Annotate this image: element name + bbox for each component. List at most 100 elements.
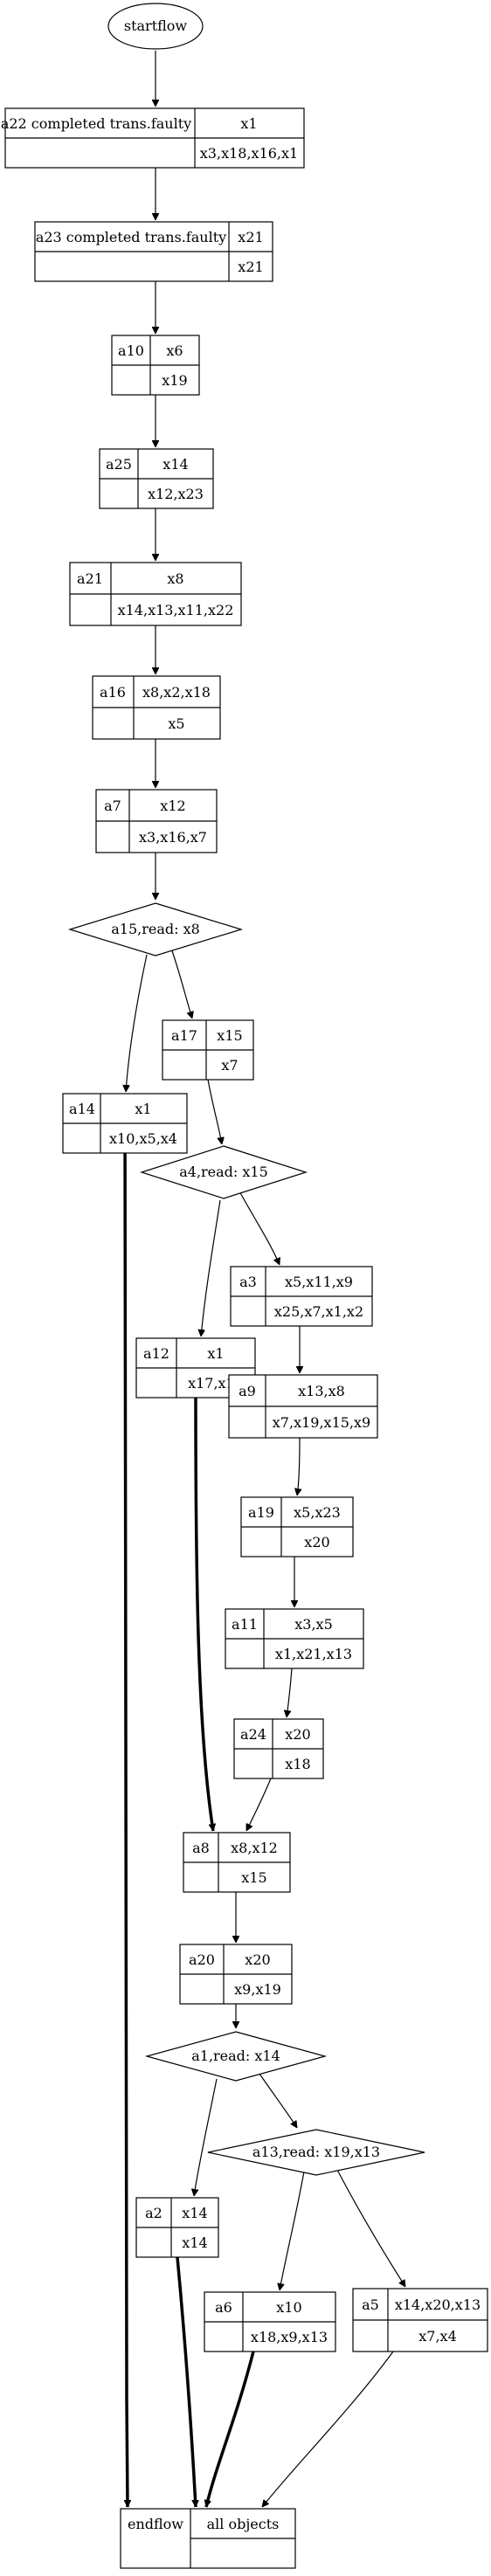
node-a8-bottom: x15 [241, 1869, 266, 1886]
node-a20: a20 x20 x9,x19 [179, 1944, 293, 2005]
node-a9-top: x13,x8 [298, 1383, 345, 1399]
node-a16-top: x8,x2,x18 [142, 684, 211, 701]
node-a23-bottom: x21 [238, 259, 263, 275]
node-a24-id: a24 [240, 1726, 266, 1743]
node-a3-bottom: x25,x7,x1,x2 [274, 1303, 363, 1320]
node-a21: a21 x8 x14,x13,x11,x22 [69, 562, 242, 626]
node-a14-top: x1 [135, 1101, 151, 1117]
edge-a1-a2 [194, 2078, 218, 2196]
node-a22-top: x1 [240, 115, 257, 132]
node-a23-id: a23 completed trans.faulty [36, 229, 226, 245]
node-a22-bottom: x3,x18,x16,x1 [200, 145, 298, 162]
node-a22-id: a22 completed trans.faulty [1, 115, 191, 132]
edge-a15-a17 [169, 943, 192, 1019]
node-a5-bottom: x7,x4 [418, 2328, 457, 2345]
node-a7: a7 x12 x3,x16,x7 [95, 789, 218, 853]
node-a10-bottom: x19 [162, 372, 187, 389]
node-a19-top: x5,x23 [294, 1504, 341, 1521]
node-a16-bottom: x5 [168, 715, 184, 732]
node-a10-id: a10 [118, 342, 144, 359]
edge-a4-a12 [201, 1199, 221, 1336]
node-a2-id: a2 [145, 2205, 163, 2221]
decision-a13-label: a13,read: x19,x13 [252, 2144, 380, 2160]
node-a5: a5 x14,x20,x13 x7,x4 [352, 2288, 488, 2352]
edge-a13-a6 [280, 2171, 305, 2290]
node-a9-bottom: x7,x19,x15,x9 [273, 1414, 370, 1431]
node-a3-top: x5,x11,x9 [285, 1274, 353, 1290]
node-a21-top: x8 [167, 570, 183, 587]
edge-a1-a13 [259, 2073, 298, 2128]
node-a2-top: x14 [182, 2205, 207, 2221]
node-a9: a9 x13,x8 x7,x19,x15,x9 [228, 1374, 378, 1439]
node-a6-bottom: x18,x9,x13 [251, 2329, 328, 2345]
edge-a17-a4 [207, 1079, 222, 1144]
node-a11-top: x3,x5 [294, 1616, 333, 1633]
node-a23: a23 completed trans.faulty x21 x21 [34, 221, 273, 282]
node-a24-top: x20 [285, 1726, 310, 1743]
node-a5-id: a5 [362, 2296, 379, 2313]
node-a16-id: a16 [100, 684, 126, 701]
node-a6-top: x10 [276, 2299, 301, 2316]
node-a2: a2 x14 x14 [135, 2197, 219, 2258]
node-a16: a16 x8,x2,x18 x5 [92, 675, 221, 740]
node-a21-id: a21 [77, 570, 103, 587]
node-a8-id: a8 [192, 1840, 210, 1856]
edges [122, 51, 406, 2507]
node-a11-id: a11 [232, 1616, 258, 1633]
node-a25-id: a25 [106, 456, 132, 473]
edge-a9-a19 [297, 1437, 300, 1495]
node-a20-bottom: x9,x19 [234, 1981, 281, 1998]
decision-a1-label: a1,read: x14 [191, 2048, 280, 2064]
node-a21-bottom: x14,x13,x11,x22 [118, 602, 234, 618]
node-a6: a6 x10 x18,x9,x13 [204, 2291, 336, 2352]
node-a11-bottom: x1,x21,x13 [275, 1646, 352, 1662]
node-a24: a24 x20 x18 [233, 1718, 324, 1779]
node-a20-top: x20 [245, 1951, 270, 1968]
node-a8-top: x8,x12 [231, 1840, 278, 1856]
edge-a4-a3 [237, 1187, 280, 1265]
node-a6-id: a6 [215, 2299, 232, 2316]
edge-a2-end [176, 2256, 196, 2507]
node-a24-bottom: x18 [285, 1756, 310, 1772]
decision-a1: a1,read: x14 [144, 2031, 328, 2082]
edge-a15-a14 [126, 954, 148, 1092]
node-a14-bottom: x10,x5,x4 [109, 1130, 177, 1147]
node-a14: a14 x1 x10,x5,x4 [62, 1093, 188, 1154]
decision-a4-label: a4,read: x15 [179, 1164, 268, 1180]
node-a17-id: a17 [171, 1027, 197, 1044]
end-right-label: all objects [207, 2516, 280, 2532]
node-a2-bottom: x14 [182, 2234, 207, 2251]
node-a25: a25 x14 x12,x23 [99, 448, 214, 509]
node-a14-id: a14 [69, 1101, 95, 1117]
node-a7-top: x12 [160, 798, 185, 814]
node-a8: a8 x8,x12 x15 [183, 1832, 291, 1893]
node-a19-bottom: x20 [304, 1534, 329, 1550]
node-a17: a17 x15 x7 [162, 1019, 254, 1081]
decision-a15-label: a15,read: x8 [111, 921, 200, 937]
node-a9-id: a9 [239, 1383, 256, 1399]
start-node: startflow [107, 3, 204, 50]
node-a19-id: a19 [248, 1504, 274, 1521]
node-a10: a10 x6 x19 [111, 335, 200, 396]
node-a20-id: a20 [189, 1951, 215, 1968]
edge-a13-a5 [335, 2167, 406, 2287]
start-label: startflow [124, 17, 188, 34]
node-a3: a3 x5,x11,x9 x25,x7,x1,x2 [230, 1266, 373, 1327]
edge-a11-a24 [287, 1668, 293, 1717]
node-a10-top: x6 [166, 342, 183, 359]
edge-a14-end [122, 1103, 128, 2507]
end-node: endflow all objects [120, 2508, 296, 2569]
node-a5-top: x14,x20,x13 [395, 2296, 481, 2313]
end-left-label: endflow [128, 2516, 183, 2532]
node-a7-id: a7 [104, 798, 121, 814]
node-a3-id: a3 [239, 1274, 257, 1290]
node-a7-bottom: x3,x16,x7 [139, 829, 207, 846]
node-a17-top: x15 [217, 1027, 242, 1044]
decision-a4: a4,read: x15 [140, 1145, 308, 1199]
node-a19: a19 x5,x23 x20 [240, 1496, 354, 1557]
node-a25-top: x14 [163, 456, 188, 473]
edge-a24-a8 [246, 1778, 272, 1831]
node-a11: a11 x3,x5 x1,x21,x13 [225, 1608, 364, 1669]
edge-a5-end [262, 2351, 394, 2507]
edge-a12-a8 [194, 1397, 213, 1831]
